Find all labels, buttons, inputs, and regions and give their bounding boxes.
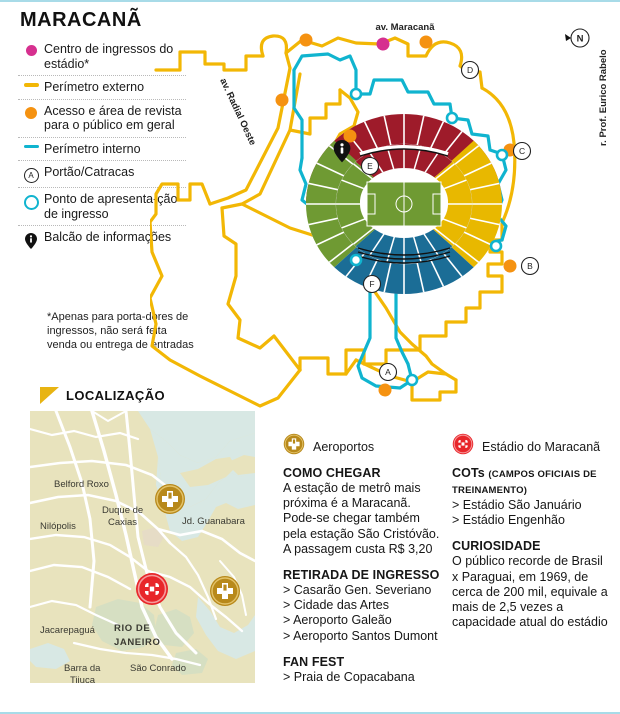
locator-label: Barra da	[64, 663, 101, 674]
locator-label: Jacarepaguá	[40, 625, 96, 636]
airport-icon	[210, 576, 240, 606]
airport-icon	[283, 433, 305, 460]
gate-marker-d: D	[460, 60, 480, 80]
info-pin-icon	[18, 230, 44, 249]
list-item: > Estádio Engenhão	[452, 513, 565, 528]
yellow-dash-icon	[18, 80, 44, 87]
gate-markers: A B C D E F	[360, 60, 540, 382]
legend-item-inner-perimeter: Perímetro interno	[18, 136, 186, 161]
access-dot	[419, 35, 433, 49]
legend-item-ticket-center: Centro de ingressos do estádio*	[18, 38, 186, 75]
key-airports: Aeroportos	[283, 433, 374, 460]
svg-text:A: A	[385, 367, 391, 377]
stadium-icon	[452, 433, 474, 460]
orange-dot-icon	[18, 104, 44, 119]
cyan-ring-icon	[18, 192, 44, 210]
legend-item-gate-turnstile: A Portão/Catracas	[18, 160, 186, 187]
section-body-curiosidade: O público recorde de Brasil x Paraguai, …	[452, 554, 608, 630]
access-point-dots	[275, 33, 517, 397]
stadium-icon	[136, 573, 168, 605]
gate-marker-c: C	[512, 141, 532, 161]
key-stadium: Estádio do Maracanã	[452, 433, 600, 460]
compass-north-icon: N	[565, 28, 590, 48]
svg-text:F: F	[369, 279, 374, 289]
access-dot	[299, 33, 313, 47]
stadium-area-map: av. Maracanã av. Radial Oeste r. Prof. E…	[150, 8, 620, 420]
locator-label: Belford Roxo	[54, 479, 109, 490]
presentation-point-rings	[349, 87, 509, 387]
legend-item-access-search-area: Acesso e área de revista para o público …	[18, 98, 186, 137]
street-label-av-maracana: av. Maracanã	[376, 22, 436, 33]
legend-item-ticket-presentation-point: Ponto de apresenta-ção de ingresso	[18, 187, 186, 225]
localizacao-header: LOCALIZAÇÃO	[40, 387, 165, 404]
legend-label: Centro de ingressos do estádio*	[44, 42, 174, 71]
list-item: > Aeroporto Santos Dumont	[283, 628, 438, 643]
section-heading-cots-sub: (CAMPOS OFICIAIS DE TREINAMENTO)	[452, 469, 597, 496]
access-dot	[275, 93, 289, 107]
street-label-av-radial-oeste: av. Radial Oeste	[217, 77, 258, 148]
svg-text:E: E	[367, 161, 373, 171]
list-item: > Casarão Gen. Severiano	[283, 583, 432, 598]
gold-triangle-icon	[40, 387, 59, 404]
section-heading-fan-fest: FAN FEST	[283, 654, 345, 669]
locator-label: Tijuca	[70, 675, 96, 683]
cyan-dash-icon	[18, 142, 44, 148]
key-label: Aeroportos	[313, 439, 375, 454]
gate-marker-e: E	[360, 156, 380, 176]
locator-label: Jd. Guanabara	[182, 516, 246, 527]
list-item: > Praia de Copacabana	[283, 669, 415, 684]
svg-text:B: B	[527, 261, 533, 271]
gate-marker-f: F	[362, 274, 382, 294]
section-heading-cots-main: COTs	[452, 466, 485, 480]
locator-label: Caxias	[108, 517, 137, 528]
svg-text:N: N	[577, 33, 584, 44]
rio-locator-map: Belford Roxo Duque de Caxias Nilópolis J…	[30, 411, 255, 683]
svg-text:D: D	[467, 65, 473, 75]
list-item: > Cidade das Artes	[283, 598, 389, 613]
legend-label: Perímetro externo	[44, 80, 145, 94]
legend-label: Ponto de apresenta-ção de ingresso	[44, 192, 178, 221]
info-column-left: COMO CHEGAR A estação de metrô mais próx…	[283, 466, 445, 685]
info-column-right: COTs (CAMPOS OFICIAIS DE TREINAMENTO) > …	[452, 466, 612, 630]
legend-label: Acesso e área de revista para o público …	[44, 103, 182, 133]
list-item: > Estádio São Januário	[452, 498, 582, 512]
info-pin-icon	[333, 140, 351, 163]
map-legend: Centro de ingressos do estádio* Perímetr…	[18, 38, 186, 253]
gate-marker-a: A	[378, 362, 398, 382]
section-body-como-chegar: A estação de metrô mais próxima é a Mara…	[283, 481, 440, 556]
section-heading-retirada: RETIRADA DE INGRESSO	[283, 568, 440, 583]
section-heading-cots: COTs (CAMPOS OFICIAIS DE TREINAMENTO)	[452, 466, 612, 498]
legend-label: Perímetro interno	[44, 141, 141, 156]
legend-item-outer-perimeter: Perímetro externo	[18, 75, 186, 99]
locator-label: Nilópolis	[40, 521, 76, 532]
ticket-center-dot	[376, 37, 390, 51]
locator-label: JANEIRO	[114, 637, 160, 648]
access-dot	[378, 383, 392, 397]
top-rule	[0, 0, 620, 2]
section-heading-curiosidade: CURIOSIDADE	[452, 539, 541, 554]
locator-label: São Conrado	[130, 663, 186, 674]
access-dot	[503, 259, 517, 273]
circled-letter-a-glyph: A	[23, 168, 39, 183]
key-label: Estádio do Maracanã	[482, 439, 601, 454]
airport-icon	[155, 484, 185, 514]
locator-label: Duque de	[102, 505, 143, 516]
pink-dot-icon	[18, 42, 44, 56]
circled-letter-a-icon: A	[18, 165, 44, 183]
localizacao-title: LOCALIZAÇÃO	[66, 388, 165, 403]
section-heading-como-chegar: COMO CHEGAR	[283, 466, 381, 480]
svg-text:C: C	[519, 146, 525, 156]
locator-label: RIO DE	[114, 623, 150, 634]
legend-item-information-desk: Balcão de informações	[18, 225, 186, 253]
legend-label: Portão/Catracas	[44, 165, 135, 179]
list-item: > Aeroporto Galeão	[283, 613, 392, 628]
street-label-r-prof-eurico-rabelo: r. Prof. Eurico Rabelo	[598, 49, 609, 146]
access-dot	[343, 129, 357, 143]
legend-label: Balcão de informações	[44, 230, 172, 244]
gate-marker-b: B	[520, 256, 540, 276]
bottom-rule	[0, 712, 620, 714]
page-title: MARACANÃ	[20, 9, 142, 31]
